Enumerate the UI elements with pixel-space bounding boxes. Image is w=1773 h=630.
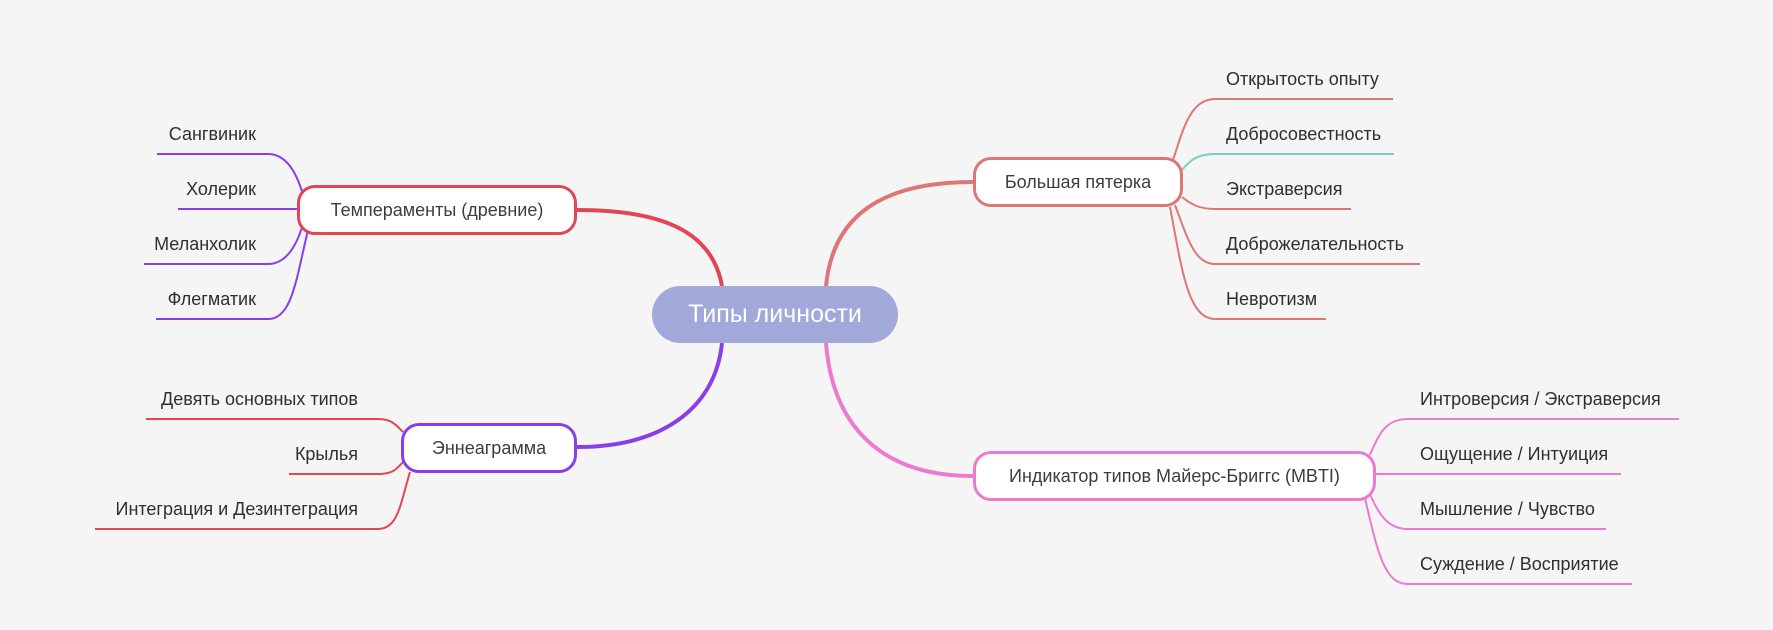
branch-temperaments[interactable]: Темпераменты (древние) [297,185,577,235]
connector-leaf [156,229,309,320]
leaf-phlegmatic[interactable]: Флегматик [167,289,256,309]
leaf-agreeableness[interactable]: Доброжелательность [1226,234,1405,254]
leaf-judging-perceiving[interactable]: Суждение / Восприятие [1420,554,1619,574]
leaf-thinking-feeling[interactable]: Мышление / Чувство [1420,499,1595,519]
connector-leaf [289,461,404,475]
connector-leaf [1364,497,1632,585]
leaf-openness[interactable]: Открытость опыту [1226,69,1379,89]
connector-leaf [157,153,304,196]
leaf-sensing-intuition[interactable]: Ощущение / Интуиция [1420,444,1609,464]
leaf-introversion-extraversion[interactable]: Интроверсия / Экстраверсия [1420,389,1661,409]
root-label: Типы личности [688,300,862,328]
branch-label: Индикатор типов Майерс-Бриггс (MBTI) [1009,465,1340,486]
connector-leaf [1169,206,1326,320]
leaf-sanguine[interactable]: Сангвиник [168,124,256,144]
connector-leaf [146,418,404,433]
branch-enneagram[interactable]: Эннеаграмма [401,423,577,473]
connector-enneagram [576,342,724,449]
connector-leaf [1369,493,1606,530]
leaf-nine-types[interactable]: Девять основных типов [161,389,358,409]
branch-label: Большая пятерка [1004,171,1152,192]
branch-label: Эннеаграмма [431,437,547,458]
leaf-melancholic[interactable]: Меланхолик [154,234,256,254]
connector-leaf [95,471,411,530]
connector-mbti [824,342,974,478]
leaf-wings[interactable]: Крылья [294,444,358,464]
connector-temperaments [576,208,724,287]
root-node[interactable]: Типы личности [652,286,898,343]
leaf-neuroticism[interactable]: Невротизм [1226,289,1318,309]
connector-leaf [144,223,304,265]
leaf-extraversion[interactable]: Экстраверсия [1226,179,1343,199]
connector-big-five [824,180,974,287]
branch-big-five[interactable]: Большая пятерка [973,157,1183,207]
branch-mbti[interactable]: Индикатор типов Майерс-Бриггс (MBTI) [973,451,1376,501]
connector-leaf [1174,204,1420,265]
connector-leaf [1172,98,1393,161]
leaf-integration[interactable]: Интеграция и Дезинтеграция [115,499,359,519]
leaf-conscientiousness[interactable]: Добросовестность [1226,124,1382,144]
branch-label: Темпераменты (древние) [330,199,544,220]
connector-leaf [1369,418,1679,456]
leaf-choleric[interactable]: Холерик [186,179,256,199]
connector-leaf [1181,153,1394,171]
connector-leaf [1181,196,1351,210]
